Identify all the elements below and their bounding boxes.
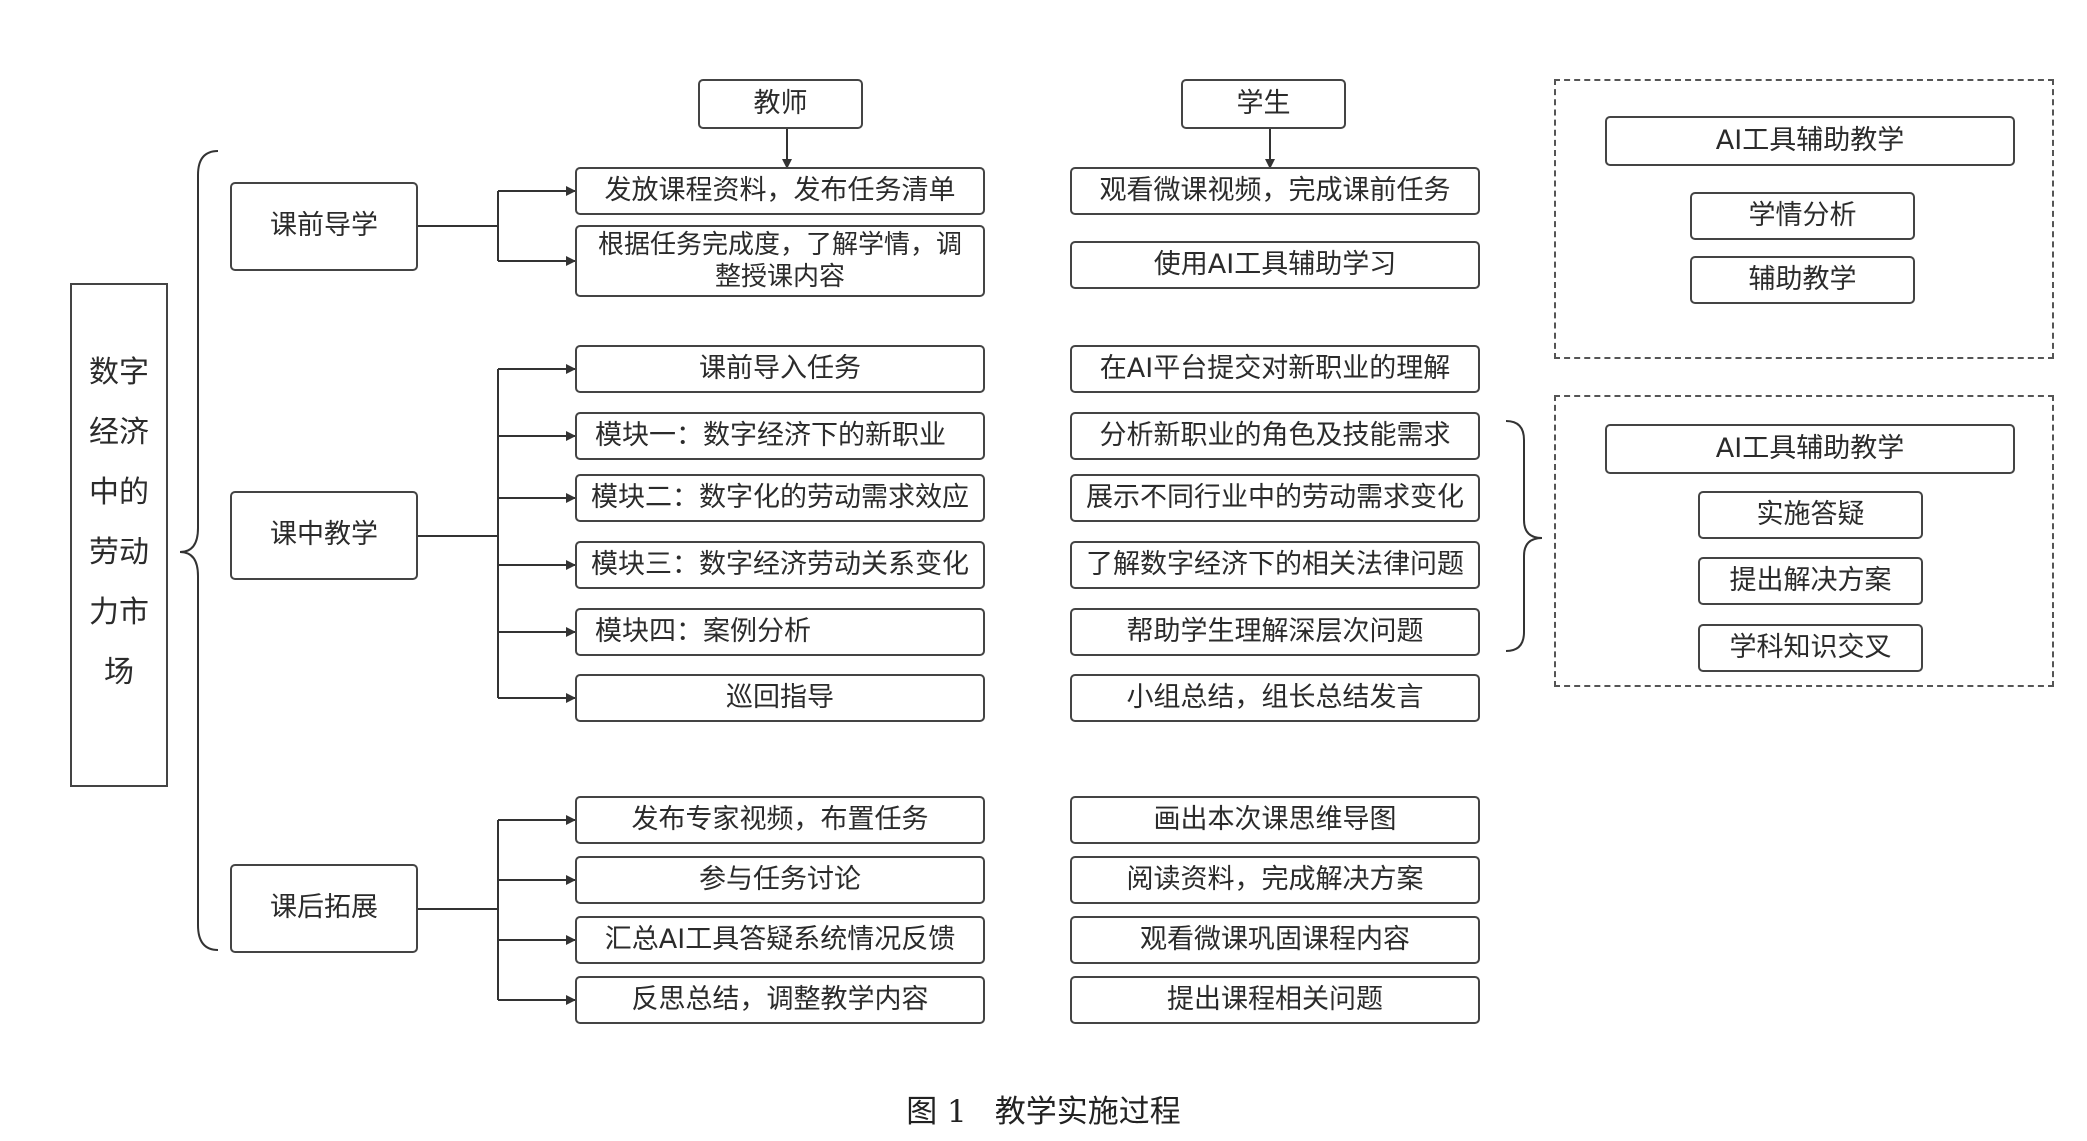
teacher-task: 汇总AI工具答疑系统情况反馈	[575, 916, 985, 964]
teacher-task: 模块三：数字经济劳动关系变化	[575, 541, 985, 589]
student-header: 学生	[1181, 79, 1346, 129]
topic-title-box: 数字 经济 中的 劳动 力市 场	[70, 283, 168, 787]
main-brace	[179, 150, 219, 951]
ai-panel-title: AI工具辅助教学	[1605, 424, 2015, 474]
teacher-task: 发布专家视频，布置任务	[575, 796, 985, 844]
figure-number: 图 1	[906, 1094, 967, 1130]
stage-in-class: 课中教学	[230, 491, 418, 580]
teacher-task: 模块四：案例分析	[575, 608, 985, 656]
stage-after-class: 课后拓展	[230, 864, 418, 953]
figure-title: 教学实施过程	[994, 1094, 1181, 1130]
teacher-task: 巡回指导	[575, 674, 985, 722]
student-task: 观看微课视频，完成课前任务	[1070, 167, 1480, 215]
teacher-task: 课前导入任务	[575, 345, 985, 393]
student-task: 阅读资料，完成解决方案	[1070, 856, 1480, 904]
ai-panel-item: 学情分析	[1690, 192, 1915, 240]
teacher-task: 根据任务完成度，了解学情，调整授课内容	[575, 225, 985, 297]
topic-title-line: 数字	[89, 355, 149, 390]
teacher-task: 模块一：数字经济下的新职业	[575, 412, 985, 460]
figure-caption: 图 1 教学实施过程	[0, 1086, 2087, 1131]
topic-title-line: 中的	[89, 475, 149, 510]
ai-panel-pre-class	[1554, 79, 2054, 359]
teacher-task: 模块二：数字化的劳动需求效应	[575, 474, 985, 522]
ai-panel-item: 辅助教学	[1690, 256, 1915, 304]
topic-title-line: 经济	[89, 415, 149, 450]
ai-panel-in-class	[1554, 395, 2054, 687]
student-task: 了解数字经济下的相关法律问题	[1070, 541, 1480, 589]
teacher-task: 发放课程资料，发布任务清单	[575, 167, 985, 215]
ai-panel-item: 学科知识交叉	[1698, 624, 1923, 672]
student-task: 在AI平台提交对新职业的理解	[1070, 345, 1480, 393]
student-task: 画出本次课思维导图	[1070, 796, 1480, 844]
ai-panel-title: AI工具辅助教学	[1605, 116, 2015, 166]
topic-title-line: 场	[104, 655, 134, 690]
stage-pre-class: 课前导学	[230, 182, 418, 271]
topic-title-line: 劳动	[89, 535, 149, 570]
student-group-brace	[1505, 420, 1543, 652]
student-task: 分析新职业的角色及技能需求	[1070, 412, 1480, 460]
student-task: 提出课程相关问题	[1070, 976, 1480, 1024]
student-task: 使用AI工具辅助学习	[1070, 241, 1480, 289]
ai-panel-item: 提出解决方案	[1698, 557, 1923, 605]
teacher-task: 反思总结，调整教学内容	[575, 976, 985, 1024]
student-task: 展示不同行业中的劳动需求变化	[1070, 474, 1480, 522]
student-task: 观看微课巩固课程内容	[1070, 916, 1480, 964]
teacher-header: 教师	[698, 79, 863, 129]
student-task: 帮助学生理解深层次问题	[1070, 608, 1480, 656]
student-task: 小组总结，组长总结发言	[1070, 674, 1480, 722]
teacher-task: 参与任务讨论	[575, 856, 985, 904]
topic-title-line: 力市	[89, 595, 149, 630]
ai-panel-item: 实施答疑	[1698, 491, 1923, 539]
